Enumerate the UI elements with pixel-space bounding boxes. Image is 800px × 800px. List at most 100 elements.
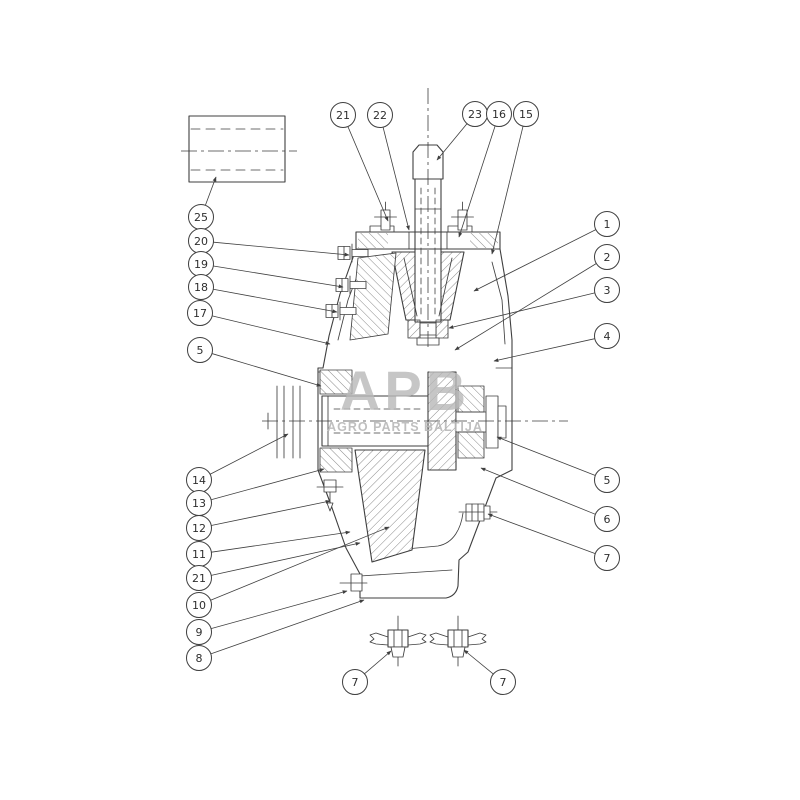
callout-number: 16 xyxy=(492,108,506,121)
callout-13-12: 13 xyxy=(186,490,212,516)
callout-12-13: 12 xyxy=(186,515,212,541)
bearing-cap-bolt xyxy=(316,479,344,512)
callout-number: 25 xyxy=(194,211,208,224)
callout-balloon-circle xyxy=(490,669,516,695)
grease-fittings-detail xyxy=(369,615,487,667)
callout-balloon-circle xyxy=(594,323,620,349)
callout-number: 22 xyxy=(373,109,387,122)
callout-number: 6 xyxy=(604,513,611,526)
gear-retaining-washer xyxy=(407,319,449,346)
callout-3-21: 3 xyxy=(594,277,620,303)
callout-number: 13 xyxy=(192,497,206,510)
leader-line-13-12 xyxy=(210,468,325,501)
callout-1-19: 1 xyxy=(594,211,620,237)
leader-line-6-24 xyxy=(480,467,596,515)
callout-21-15: 21 xyxy=(186,565,212,591)
leader-line-1-19 xyxy=(473,229,597,292)
callout-number: 14 xyxy=(192,474,206,487)
callout-number: 18 xyxy=(194,281,208,294)
leader-line-14-11 xyxy=(209,433,289,475)
leader-line-12-13 xyxy=(211,499,331,526)
callout-4-22: 4 xyxy=(594,323,620,349)
leader-line-23-2 xyxy=(436,123,468,161)
callout-balloon-circle xyxy=(186,515,212,541)
callout-number: 5 xyxy=(604,474,611,487)
callout-number: 5 xyxy=(197,344,204,357)
leader-line-5-23 xyxy=(496,436,596,476)
callout-25-5: 25 xyxy=(188,204,214,230)
callout-number: 8 xyxy=(196,652,203,665)
callout-balloon-circle xyxy=(186,592,212,618)
break-view-tube xyxy=(181,115,297,183)
callout-number: 15 xyxy=(519,108,533,121)
callout-22-1: 22 xyxy=(367,102,393,128)
callout-number: 7 xyxy=(604,552,611,565)
callout-balloon-circle xyxy=(594,244,620,270)
callout-number: 1 xyxy=(604,218,611,231)
callout-balloon-circle xyxy=(342,669,368,695)
callout-balloon-circle xyxy=(594,211,620,237)
callout-7-27: 7 xyxy=(490,669,516,695)
callout-number: 21 xyxy=(192,572,206,585)
callout-17-9: 17 xyxy=(187,300,213,326)
callout-5-23: 5 xyxy=(594,467,620,493)
callout-number: 17 xyxy=(193,307,207,320)
leader-line-16-3 xyxy=(458,125,496,238)
leader-line-17-9 xyxy=(212,315,331,345)
leader-line-25-5 xyxy=(205,176,217,206)
callout-16-3: 16 xyxy=(486,101,512,127)
callout-number: 12 xyxy=(192,522,206,535)
leader-line-21-0 xyxy=(347,126,389,222)
callout-18-8: 18 xyxy=(188,274,214,300)
leader-line-8-18 xyxy=(210,599,365,655)
callout-6-24: 6 xyxy=(594,506,620,532)
leader-line-7-26 xyxy=(364,650,392,675)
leader-line-18-8 xyxy=(213,288,338,314)
leader-line-3-21 xyxy=(448,292,595,329)
callout-balloon-circle xyxy=(188,274,214,300)
callout-balloon-circle xyxy=(367,102,393,128)
bevel-gears-and-bearings xyxy=(319,233,498,563)
callout-balloon-circle xyxy=(186,619,212,645)
callout-5-10: 5 xyxy=(187,337,213,363)
leader-lines xyxy=(205,123,597,675)
callout-20-6: 20 xyxy=(188,228,214,254)
callout-8-18: 8 xyxy=(186,645,212,671)
callout-2-20: 2 xyxy=(594,244,620,270)
leader-line-19-7 xyxy=(213,265,344,289)
leader-line-10-16 xyxy=(210,526,390,601)
callout-balloon-circle xyxy=(186,565,212,591)
watermark-subtitle: AGRO PARTS BALTIJA xyxy=(327,420,483,434)
callout-number: 21 xyxy=(336,109,350,122)
drain-plug xyxy=(458,503,498,522)
callout-number: 20 xyxy=(194,235,208,248)
callout-11-14: 11 xyxy=(186,541,212,567)
callout-number: 3 xyxy=(604,284,611,297)
callout-23-2: 23 xyxy=(462,101,488,127)
callout-balloon-circle xyxy=(330,102,356,128)
leader-line-11-14 xyxy=(211,530,351,553)
callout-number: 9 xyxy=(196,626,203,639)
watermark-logo: APB xyxy=(340,359,470,422)
centerlines xyxy=(262,88,568,422)
callout-14-11: 14 xyxy=(186,467,212,493)
callout-number: 23 xyxy=(468,108,482,121)
callout-balloon-circle xyxy=(594,545,620,571)
callout-balloon-circle xyxy=(594,467,620,493)
callout-balloon-circle xyxy=(594,277,620,303)
callout-balloon-circle xyxy=(187,337,213,363)
callout-15-4: 15 xyxy=(513,101,539,127)
callout-balloon-circle xyxy=(594,506,620,532)
callout-number: 7 xyxy=(352,676,359,689)
callout-number: 7 xyxy=(500,676,507,689)
callout-number: 2 xyxy=(604,251,611,264)
callout-balloon-circle xyxy=(187,300,213,326)
leader-line-5-10 xyxy=(211,353,322,387)
callout-7-26: 7 xyxy=(342,669,368,695)
leader-line-15-4 xyxy=(491,126,524,255)
callout-number: 10 xyxy=(192,599,206,612)
leader-line-4-22 xyxy=(493,338,595,362)
